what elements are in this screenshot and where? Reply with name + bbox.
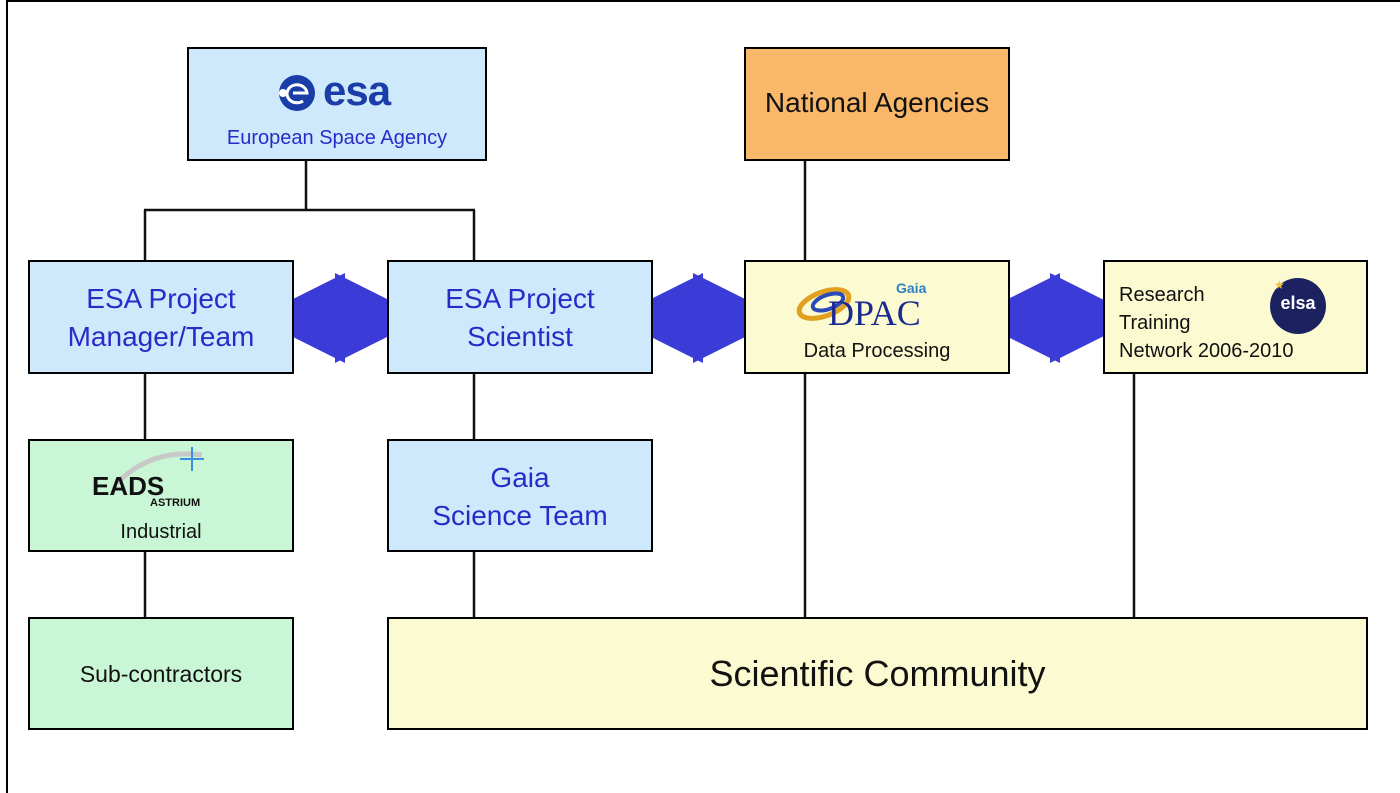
elsa-star-icon: ★ <box>1274 278 1285 292</box>
project-manager-line1: ESA Project <box>86 283 236 314</box>
project-scientist-box: ESA Project Scientist <box>387 260 653 374</box>
eads-box: EADS ASTRIUM Industrial <box>28 439 294 552</box>
dpac-logo-text: DPAC <box>828 293 921 333</box>
national-agencies-label: National Agencies <box>764 87 990 118</box>
elsa-box: Research Training Network 2006-2010 elsa… <box>1103 260 1368 374</box>
national-agencies-box: National Agencies <box>744 47 1010 161</box>
elsa-line3: Network 2006-2010 <box>1119 340 1294 362</box>
eads-logo-sub: ASTRIUM <box>150 497 201 509</box>
project-scientist-line2: Scientist <box>467 321 573 352</box>
gaia-science-team-line1: Gaia <box>490 462 550 493</box>
diagram-frame <box>6 0 1400 793</box>
eads-caption: Industrial <box>120 521 202 543</box>
esa-logo: esa <box>273 67 413 115</box>
elsa-logo-text: elsa <box>1280 293 1316 313</box>
dpac-box: Gaia DPAC Data Processing <box>744 260 1010 374</box>
dpac-caption: Data Processing <box>803 340 951 362</box>
scientific-community-label: Scientific Community <box>709 653 1046 694</box>
dpac-logo-small: Gaia <box>896 280 927 296</box>
gaia-science-team-box: Gaia Science Team <box>387 439 653 552</box>
gaia-science-team-line2: Science Team <box>432 500 608 531</box>
eads-logo-text: EADS <box>92 471 165 501</box>
elsa-line2: Training <box>1119 312 1191 334</box>
esa-name: European Space Agency <box>226 127 448 149</box>
project-manager-box: ESA Project Manager/Team <box>28 260 294 374</box>
elsa-line1: Research <box>1119 284 1205 306</box>
esa-globe-icon <box>279 75 315 111</box>
elsa-logo: elsa ★ <box>1270 278 1326 334</box>
esa-box: esa European Space Agency <box>187 47 487 161</box>
sub-contractors-box: Sub-contractors <box>28 617 294 730</box>
dpac-swirl-icon <box>796 287 852 321</box>
scientific-community-box: Scientific Community <box>387 617 1368 730</box>
sub-contractors-label: Sub-contractors <box>79 661 243 687</box>
project-manager-line2: Manager/Team <box>67 321 255 352</box>
project-scientist-line1: ESA Project <box>445 283 595 314</box>
esa-logo-text: esa <box>323 67 391 114</box>
eads-swoosh-icon <box>115 447 204 485</box>
